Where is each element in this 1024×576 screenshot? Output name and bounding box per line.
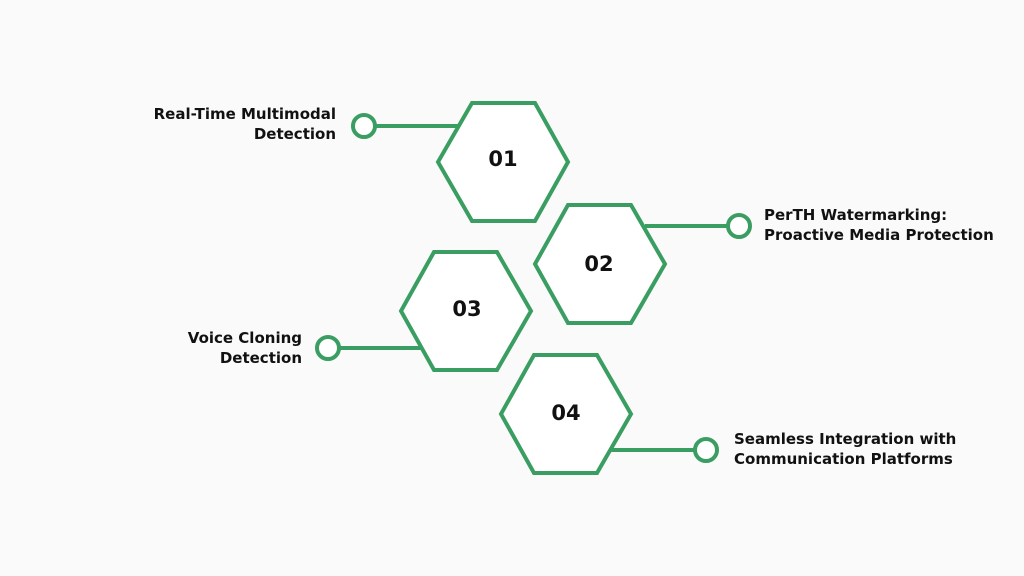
label-04-line-2: Communication Platforms — [734, 450, 953, 468]
label-02: PerTH Watermarking: Proactive Media Prot… — [764, 205, 994, 245]
step-number-01: 01 — [488, 147, 517, 171]
node-circle-03 — [315, 335, 341, 361]
label-04-line-1: Seamless Integration with — [734, 430, 957, 448]
label-03: Voice Cloning Detection — [188, 328, 302, 368]
step-02: 02 — [532, 203, 752, 325]
label-02-line-2: Proactive Media Protection — [764, 226, 994, 244]
step-number-04: 04 — [551, 401, 580, 425]
step-01: 01 — [351, 101, 571, 223]
hexagon-04 — [498, 353, 634, 475]
label-04: Seamless Integration with Communication … — [734, 429, 956, 469]
step-number-02: 02 — [584, 252, 613, 276]
node-circle-02 — [726, 213, 752, 239]
hexagon-03 — [398, 250, 534, 372]
step-number-03: 03 — [452, 297, 481, 321]
hexagon-02 — [532, 203, 668, 325]
label-03-line-1: Voice Cloning — [187, 329, 302, 347]
node-circle-01 — [351, 113, 377, 139]
label-01: Real-Time Multimodal Detection — [154, 104, 336, 144]
label-03-line-2: Detection — [219, 349, 302, 367]
label-02-line-1: PerTH Watermarking: — [764, 206, 948, 224]
step-03: 03 — [315, 250, 534, 372]
label-01-line-1: Real-Time Multimodal — [153, 105, 336, 123]
hexagon-01 — [435, 101, 571, 223]
label-01-line-2: Detection — [253, 125, 336, 143]
node-circle-04 — [693, 437, 719, 463]
step-04: 04 — [498, 353, 719, 475]
